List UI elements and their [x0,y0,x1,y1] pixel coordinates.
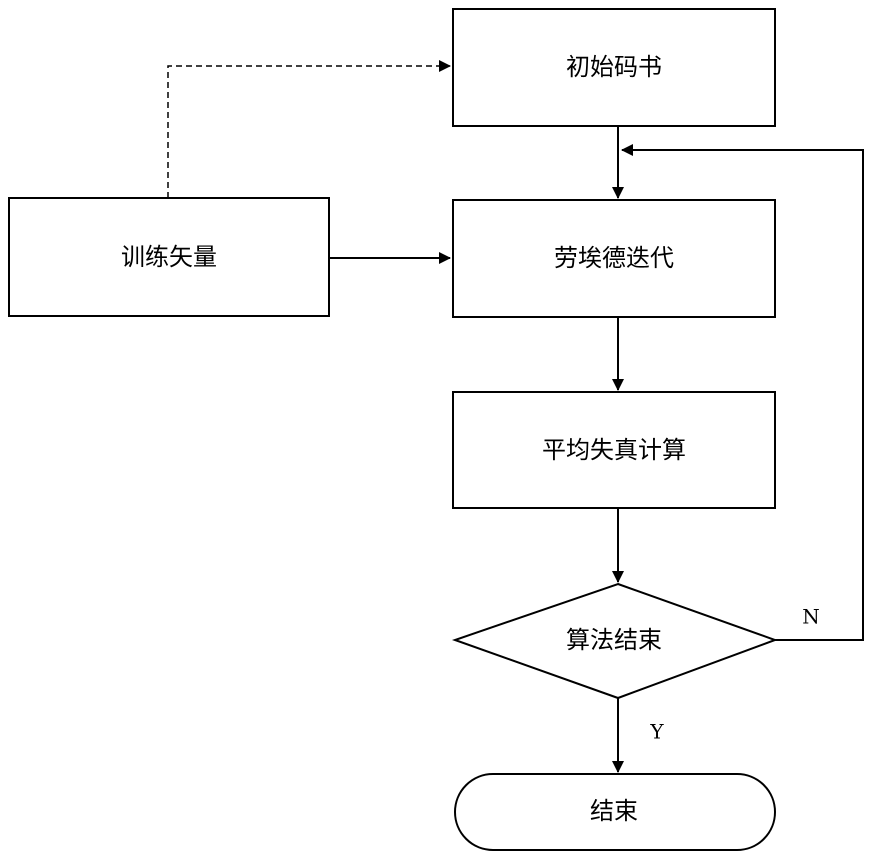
training-vectors-label: 训练矢量 [121,243,217,271]
node-training-vectors: 训练矢量 [9,198,329,316]
node-lloyd-iteration: 劳埃德迭代 [453,200,775,317]
node-average-distortion: 平均失真计算 [453,392,775,508]
branch-label-no: N [802,605,820,629]
node-algorithm-end-decision: 算法结束 [455,584,775,698]
decision-label: 算法结束 [566,626,662,654]
initial-codebook-label: 初始码书 [566,53,662,81]
branch-label-yes: Y [649,720,664,744]
dashed-connector-training-to-codebook [168,66,450,198]
end-label: 结束 [590,797,638,825]
node-end: 结束 [455,774,775,850]
lloyd-iteration-label: 劳埃德迭代 [554,244,674,272]
node-initial-codebook: 初始码书 [453,9,775,126]
average-distortion-label: 平均失真计算 [542,436,686,464]
